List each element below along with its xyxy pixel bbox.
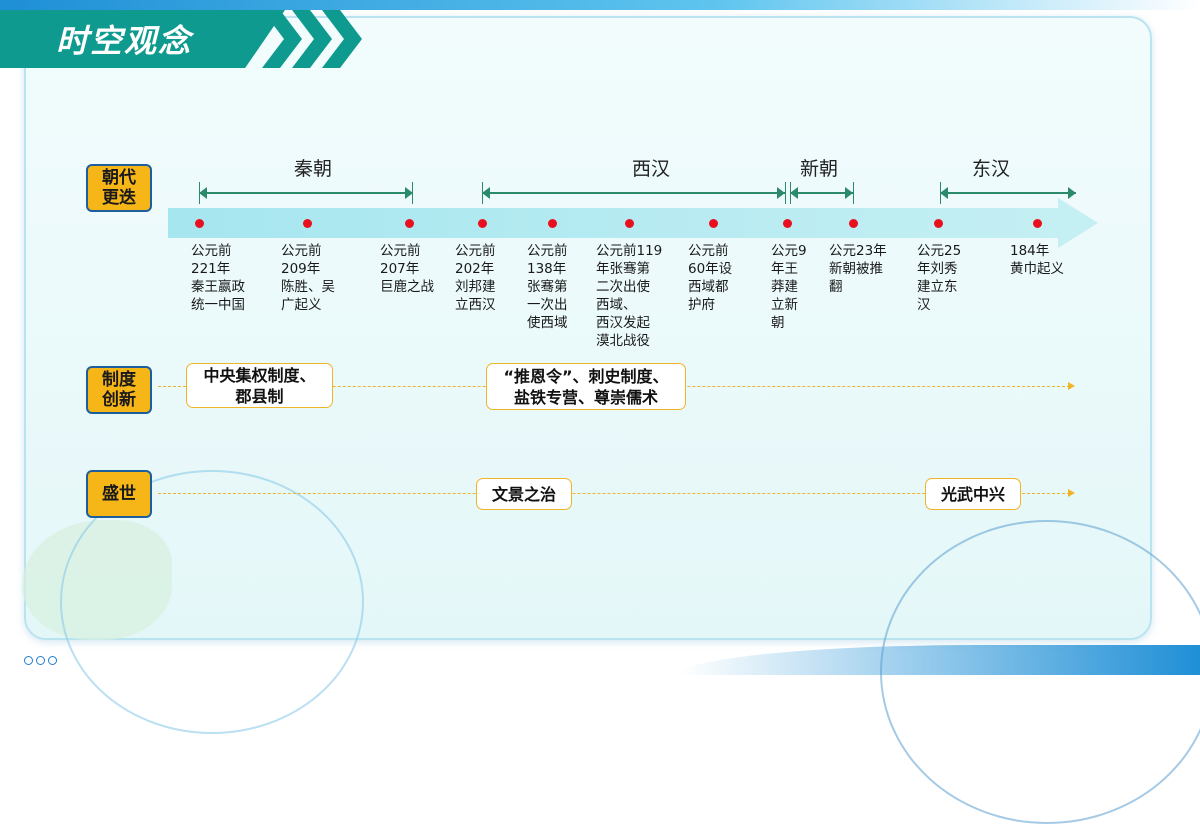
event-text: 公元前 209年 陈胜、吴 广起义: [281, 243, 335, 313]
event-dot: [934, 219, 943, 228]
row-label-system: 制度 创新: [86, 366, 152, 414]
arrow-right-icon: [1068, 382, 1075, 390]
event-text: 公元23年 新朝被推 翻: [829, 243, 887, 295]
event-dot: [405, 219, 414, 228]
span-tick: [785, 182, 786, 204]
row-label-golden-age: 盛世: [86, 470, 152, 518]
timeline-band: [168, 208, 1060, 238]
event-text: 公元前 221年 秦王嬴政 统一中国: [191, 243, 245, 313]
golden-age-box-guangwu: 光武中兴: [925, 478, 1021, 510]
span-tick: [853, 182, 854, 204]
event-dot: [478, 219, 487, 228]
golden-age-dashed-line: [158, 493, 1070, 494]
dynasty-label-qin: 秦朝: [294, 158, 333, 180]
page-title: 时空观念: [56, 22, 193, 60]
arrow-right-icon: [1068, 489, 1075, 497]
dynasty-label-eastern-han: 东汉: [972, 158, 1011, 180]
event-text: 公元9 年王 莽建 立新 朝: [771, 243, 807, 331]
event-text: 公元25 年刘秀 建立东 汉: [917, 243, 962, 313]
title-banner: [0, 10, 285, 68]
golden-age-box-wenjing: 文景之治: [476, 478, 572, 510]
event-text: 公元前 138年 张骞第 一次出 使西域: [527, 243, 568, 331]
span-xin: [790, 187, 853, 199]
event-dot: [849, 219, 858, 228]
decor-arc: [880, 520, 1200, 824]
system-box-qin: 中央集权制度、 郡县制: [186, 363, 333, 408]
event-dot: [709, 219, 718, 228]
span-eastern-han: [940, 187, 1076, 199]
top-stripe: [0, 0, 1200, 10]
event-text: 公元前 60年设 西域都 护府: [688, 243, 733, 313]
event-dot: [783, 219, 792, 228]
span-qin: [199, 187, 413, 199]
event-dot: [548, 219, 557, 228]
event-text: 公元前119 年张骞第 二次出使 西域、 西汉发起 漠北战役: [596, 243, 663, 349]
row-label-dynasty: 朝代 更迭: [86, 164, 152, 212]
span-western-han: [482, 187, 785, 199]
dynasty-label-xin: 新朝: [800, 158, 839, 180]
event-dot: [303, 219, 312, 228]
dynasty-label-western-han: 西汉: [632, 158, 671, 180]
event-dot: [195, 219, 204, 228]
event-dot: [625, 219, 634, 228]
event-text: 184年 黄巾起义: [1010, 243, 1064, 277]
event-text: 公元前 207年 巨鹿之战: [380, 243, 434, 295]
page-dots: [24, 650, 60, 669]
system-box-han: “推恩令”、刺史制度、 盐铁专营、尊崇儒术: [486, 363, 686, 410]
event-text: 公元前 202年 刘邦建 立西汉: [455, 243, 496, 313]
event-dot: [1033, 219, 1042, 228]
